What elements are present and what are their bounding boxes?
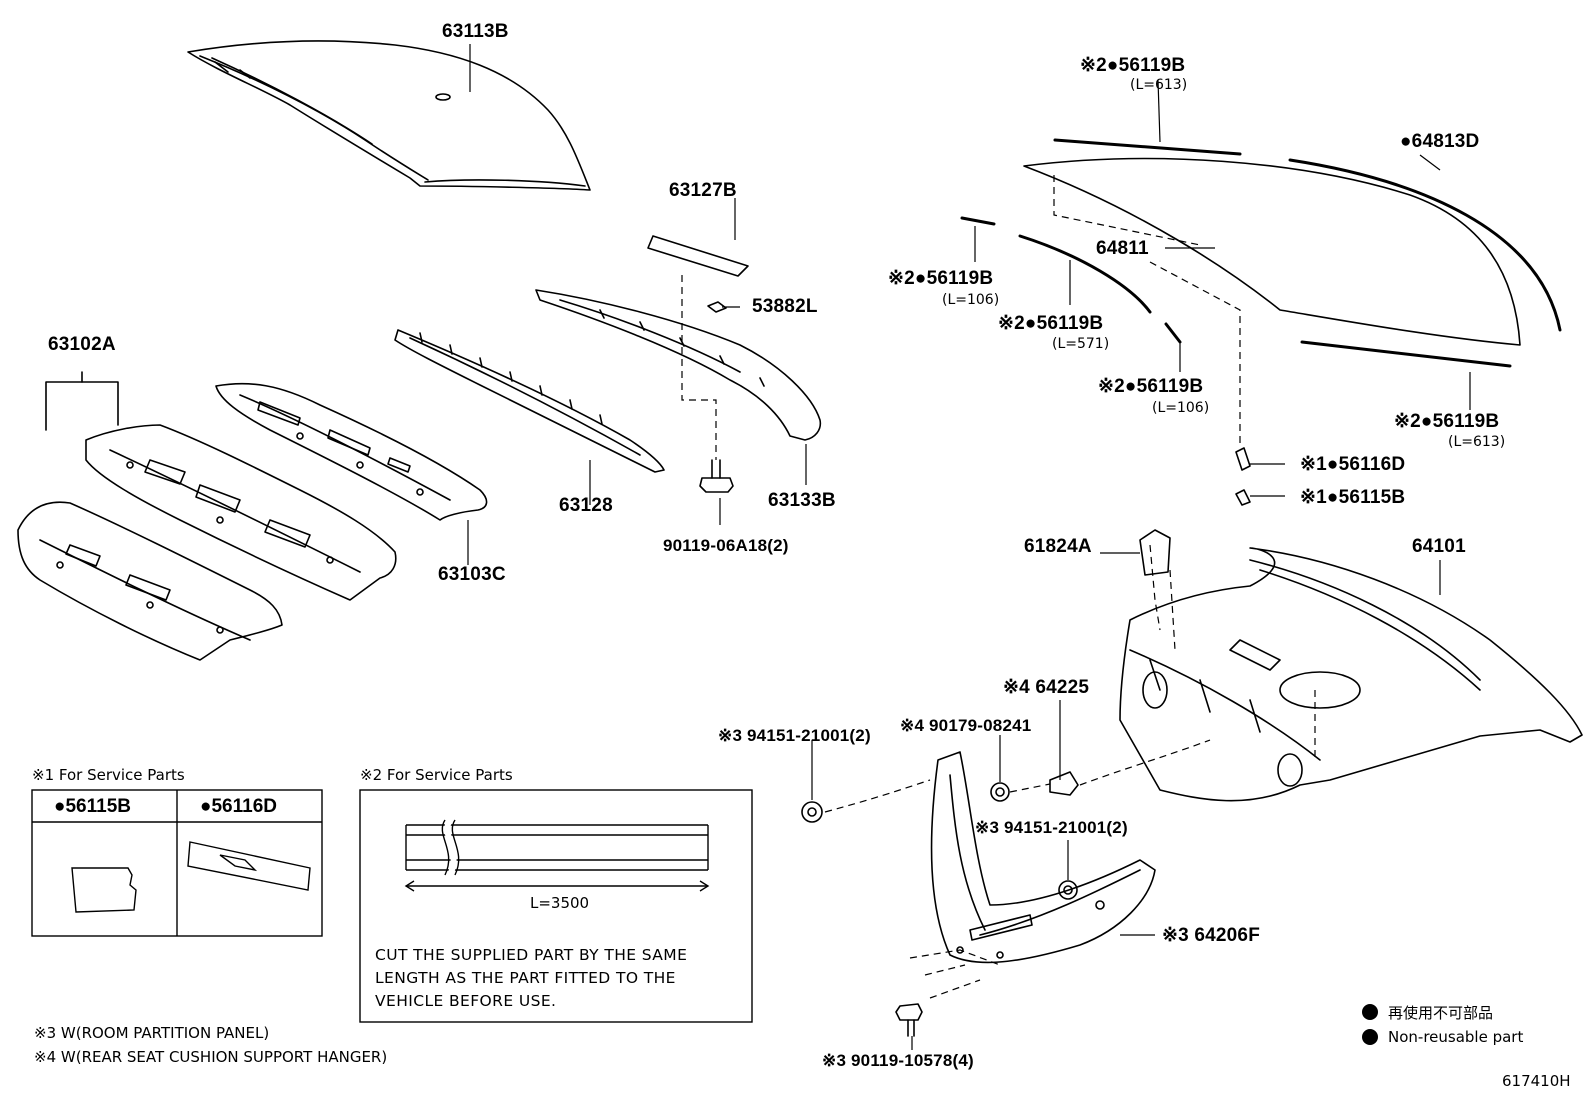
service2-title: ※2 For Service Parts	[360, 766, 513, 784]
label-56119B-613b: ※2●56119B	[1394, 411, 1500, 432]
legend-dot-jp	[1362, 1004, 1378, 1020]
length-56119B-top: (L=613)	[1130, 77, 1188, 93]
label-53882L: 53882L	[752, 296, 818, 317]
panel-63103C	[215, 382, 488, 521]
panel-63102A-upper	[85, 424, 397, 601]
molding-56119B-613b	[1300, 340, 1512, 368]
service1-col2: ●56116D	[200, 796, 277, 817]
label-56116D: ※1●56116D	[1300, 454, 1406, 475]
label-56119B-106b: ※2●56119B	[1098, 376, 1204, 397]
legend-jp: 再使用不可部品	[1388, 1004, 1494, 1022]
label-94151-21001-a: ※3 94151-21001(2)	[718, 726, 871, 745]
label-64101: 64101	[1412, 536, 1466, 557]
clip-56115B	[1235, 489, 1251, 506]
bolt-90119-06A18	[699, 459, 734, 493]
roof-panel-63113B	[187, 40, 591, 191]
label-63103C: 63103C	[438, 564, 506, 585]
nut-90179-08241	[990, 782, 1010, 802]
label-63128: 63128	[559, 495, 613, 516]
label-64206F: ※3 64206F	[1162, 925, 1261, 946]
molding-64813D	[1288, 158, 1562, 332]
note-4: ※4 W(REAR SEAT CUSHION SUPPORT HANGER)	[34, 1048, 388, 1066]
molding-56119B-106a	[960, 216, 996, 226]
molding-56119B-571	[1018, 234, 1152, 314]
label-63102A: 63102A	[48, 334, 116, 355]
length-56119B-106a: (L=106)	[942, 292, 1000, 308]
label-64225: ※4 64225	[1003, 677, 1090, 698]
label-90119-10578: ※3 90119-10578(4)	[822, 1051, 974, 1070]
label-63127B: 63127B	[669, 180, 737, 201]
label-90179-08241: ※4 90179-08241	[900, 716, 1032, 735]
label-61824A: 61824A	[1024, 536, 1092, 557]
label-63113B: 63113B	[442, 21, 509, 42]
length-56119B-571: (L=571)	[1052, 336, 1110, 352]
label-56115B: ※1●56115B	[1300, 487, 1406, 508]
label-63133B: 63133B	[768, 490, 836, 511]
legend-en: Non-reusable part	[1388, 1028, 1524, 1046]
note-3: ※3 W(ROOM PARTITION PANEL)	[34, 1024, 270, 1042]
service1-title: ※1 For Service Parts	[32, 766, 185, 784]
length-56119B-613b: (L=613)	[1448, 434, 1506, 450]
label-94151-21001-b: ※3 94151-21001(2)	[975, 818, 1128, 837]
bar-63128	[394, 329, 665, 473]
molding-56119B-top	[1053, 138, 1242, 156]
clip-56116D	[1235, 447, 1251, 471]
plate-63127B	[647, 235, 749, 277]
bracket-64225	[1049, 771, 1079, 796]
clip-53882L	[707, 301, 727, 313]
label-56119B-106a: ※2●56119B	[888, 268, 994, 289]
diagram-id: 617410H	[1502, 1072, 1571, 1090]
legend-dot-en	[1362, 1029, 1378, 1045]
service1-col1: ●56115B	[54, 796, 131, 817]
nut-94151-21001-b	[1058, 880, 1078, 900]
block-61824A	[1139, 529, 1171, 576]
label-56119B-top: ※2●56119B	[1080, 55, 1186, 76]
service-box-1	[31, 789, 323, 937]
label-64813D: ●64813D	[1400, 131, 1480, 152]
glass-64811	[1023, 157, 1521, 346]
nut-94151-21001-a	[801, 801, 823, 823]
panel-64101	[1119, 547, 1583, 802]
service-box-2	[359, 789, 753, 1023]
bolt-90119-10578	[895, 1003, 923, 1037]
molding-56119B-106b	[1164, 322, 1182, 344]
panel-63102A-lower	[17, 501, 283, 661]
label-56119B-571: ※2●56119B	[998, 313, 1104, 334]
brace-64206F	[930, 751, 1156, 964]
length-56119B-106b: (L=106)	[1152, 400, 1210, 416]
service2-instruction: CUT THE SUPPLIED PART BY THE SAME LENGTH…	[375, 946, 688, 1010]
label-64811: 64811	[1096, 238, 1149, 259]
service2-length: L=3500	[530, 894, 590, 912]
label-90119-06A18: 90119-06A18(2)	[663, 536, 789, 555]
